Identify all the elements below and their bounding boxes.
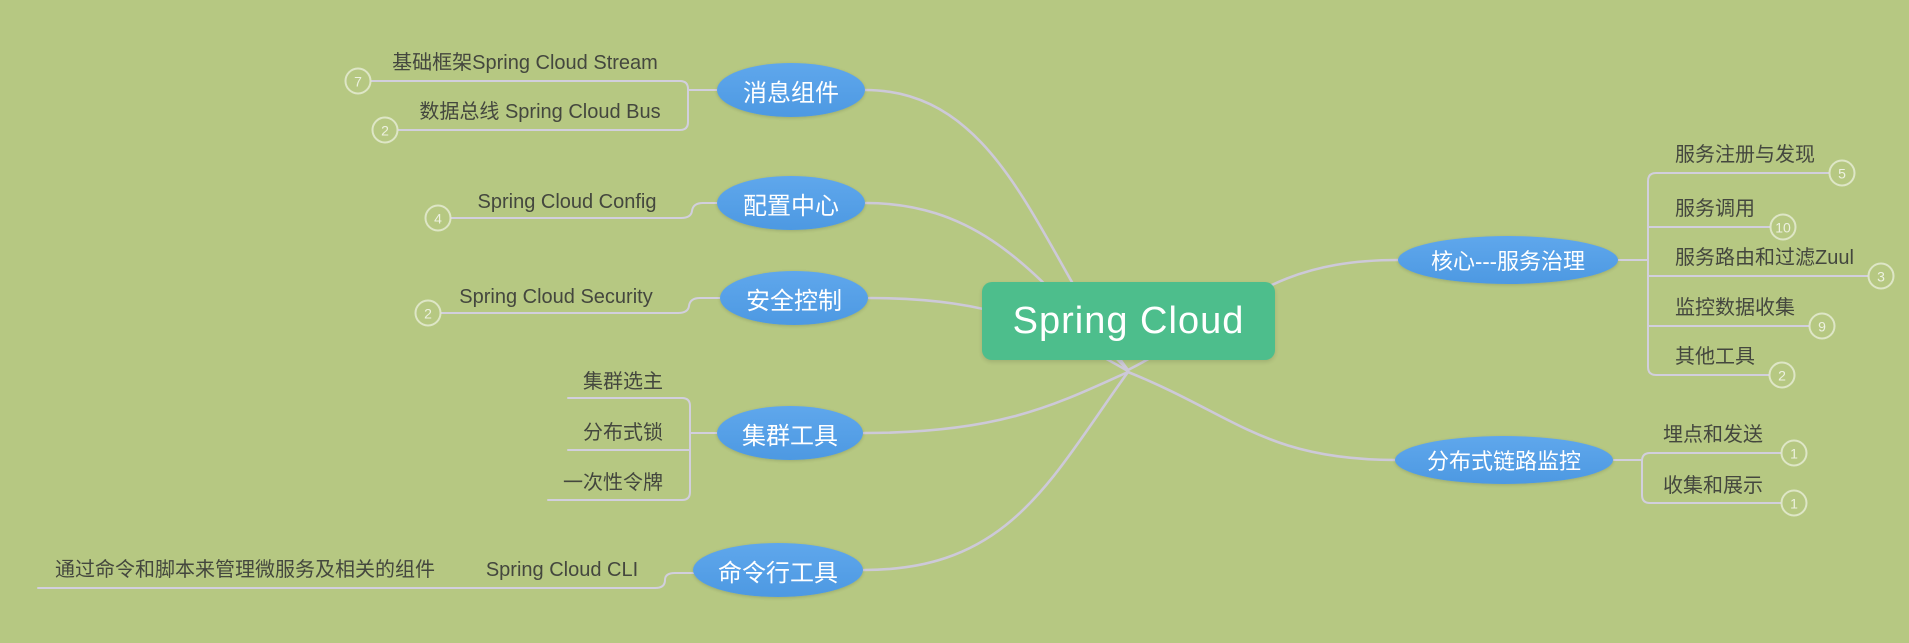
count-badge: 9 <box>1808 312 1836 340</box>
branch-connector-line <box>862 370 1130 435</box>
leaf-node[interactable]: Spring Cloud CLI <box>485 559 639 581</box>
leaf-node[interactable]: 分布式锁 <box>583 422 663 444</box>
branch-node-cli-tools[interactable]: 命令行工具 <box>693 543 863 597</box>
leaf-connector-line <box>1641 452 1781 504</box>
branch-node-label: 命令行工具 <box>718 559 838 587</box>
branch-node-label: 集群工具 <box>742 422 838 450</box>
leaf-connector-line <box>1647 172 1829 376</box>
count-badge: 1 <box>1780 489 1808 517</box>
count-badge: 1 <box>1780 439 1808 467</box>
leaf-node[interactable]: 通过命令和脚本来管理微服务及相关的组件 <box>55 559 435 581</box>
branch-node-label: 安全控制 <box>746 287 842 315</box>
leaf-node[interactable]: 服务调用 <box>1675 198 1755 220</box>
branch-node-messaging[interactable]: 消息组件 <box>717 63 865 117</box>
count-badge: 5 <box>1828 159 1856 187</box>
count-badge: 2 <box>1768 361 1796 389</box>
leaf-node[interactable]: Spring Cloud Config <box>477 191 657 213</box>
branch-connector-line <box>862 370 1130 572</box>
branch-node-config-center[interactable]: 配置中心 <box>717 176 865 230</box>
branch-node-label: 消息组件 <box>743 79 839 107</box>
leaf-node[interactable]: 一次性令牌 <box>563 472 663 494</box>
root-node-label: Spring Cloud <box>1012 299 1245 342</box>
root-node[interactable]: Spring Cloud <box>982 282 1275 360</box>
leaf-node[interactable]: 基础框架Spring Cloud Stream <box>392 52 658 74</box>
count-badge: 10 <box>1769 213 1797 241</box>
leaf-node[interactable]: 监控数据收集 <box>1675 297 1795 319</box>
leaf-node[interactable]: 埋点和发送 <box>1663 424 1763 446</box>
branch-node-security[interactable]: 安全控制 <box>720 271 868 325</box>
leaf-node[interactable]: 集群选主 <box>583 371 663 393</box>
count-badge: 4 <box>424 204 452 232</box>
leaf-node[interactable]: 服务注册与发现 <box>1675 144 1815 166</box>
count-badge: 2 <box>414 299 442 327</box>
leaf-connector-line <box>441 297 722 314</box>
leaf-connector-line <box>371 80 689 131</box>
branch-node-label: 配置中心 <box>743 192 839 220</box>
branch-node-label: 核心---服务治理 <box>1431 249 1585 274</box>
leaf-node[interactable]: 数据总线 Spring Cloud Bus <box>419 101 661 123</box>
branch-node-cluster-tools[interactable]: 集群工具 <box>717 406 863 460</box>
leaf-connector-line <box>451 202 719 219</box>
branch-node-label: 分布式链路监控 <box>1426 449 1581 474</box>
leaf-node[interactable]: Spring Cloud Security <box>459 286 653 308</box>
leaf-node[interactable]: 服务路由和过滤Zuul <box>1675 247 1854 269</box>
branch-connector-line <box>1126 370 1398 462</box>
count-badge: 2 <box>371 116 399 144</box>
branch-node-service-governance[interactable]: 核心---服务治理 <box>1398 236 1618 284</box>
count-badge: 7 <box>344 67 372 95</box>
branch-node-distributed-tracing[interactable]: 分布式链路监控 <box>1395 436 1613 484</box>
count-badge: 3 <box>1867 262 1895 290</box>
leaf-node[interactable]: 其他工具 <box>1675 346 1755 368</box>
leaf-node[interactable]: 收集和展示 <box>1663 475 1763 497</box>
leaf-connector-line <box>37 572 695 589</box>
